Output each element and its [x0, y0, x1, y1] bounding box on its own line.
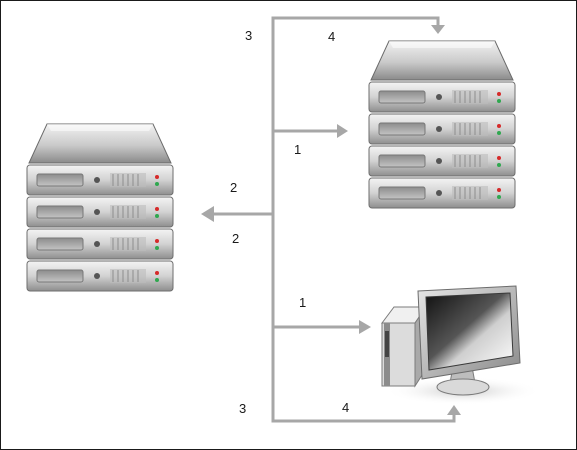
label-left-lower-2: 2: [232, 231, 239, 246]
label-left-upper-2: 2: [230, 180, 237, 195]
right-server-rack-icon: [368, 40, 516, 209]
step-labels: 3 4 1 2 2 1 3 4: [230, 28, 349, 416]
arrow-right-icon: [359, 320, 371, 334]
arrowheads: [201, 25, 461, 415]
label-upper-1: 1: [294, 142, 301, 157]
arrow-left-icon: [201, 206, 214, 222]
arrow-down-icon: [431, 25, 445, 34]
label-bottom-3: 3: [239, 401, 246, 416]
arrow-right-icon: [337, 124, 348, 138]
arrow-up-icon: [447, 405, 461, 415]
desktop-computer-icon: [381, 285, 541, 405]
label-bottom-4: 4: [342, 400, 349, 415]
connector-lines: [211, 16, 456, 423]
label-top-4: 4: [328, 29, 335, 44]
left-server-rack-icon: [26, 123, 174, 292]
label-top-3: 3: [245, 28, 252, 43]
label-lower-1: 1: [299, 295, 306, 310]
